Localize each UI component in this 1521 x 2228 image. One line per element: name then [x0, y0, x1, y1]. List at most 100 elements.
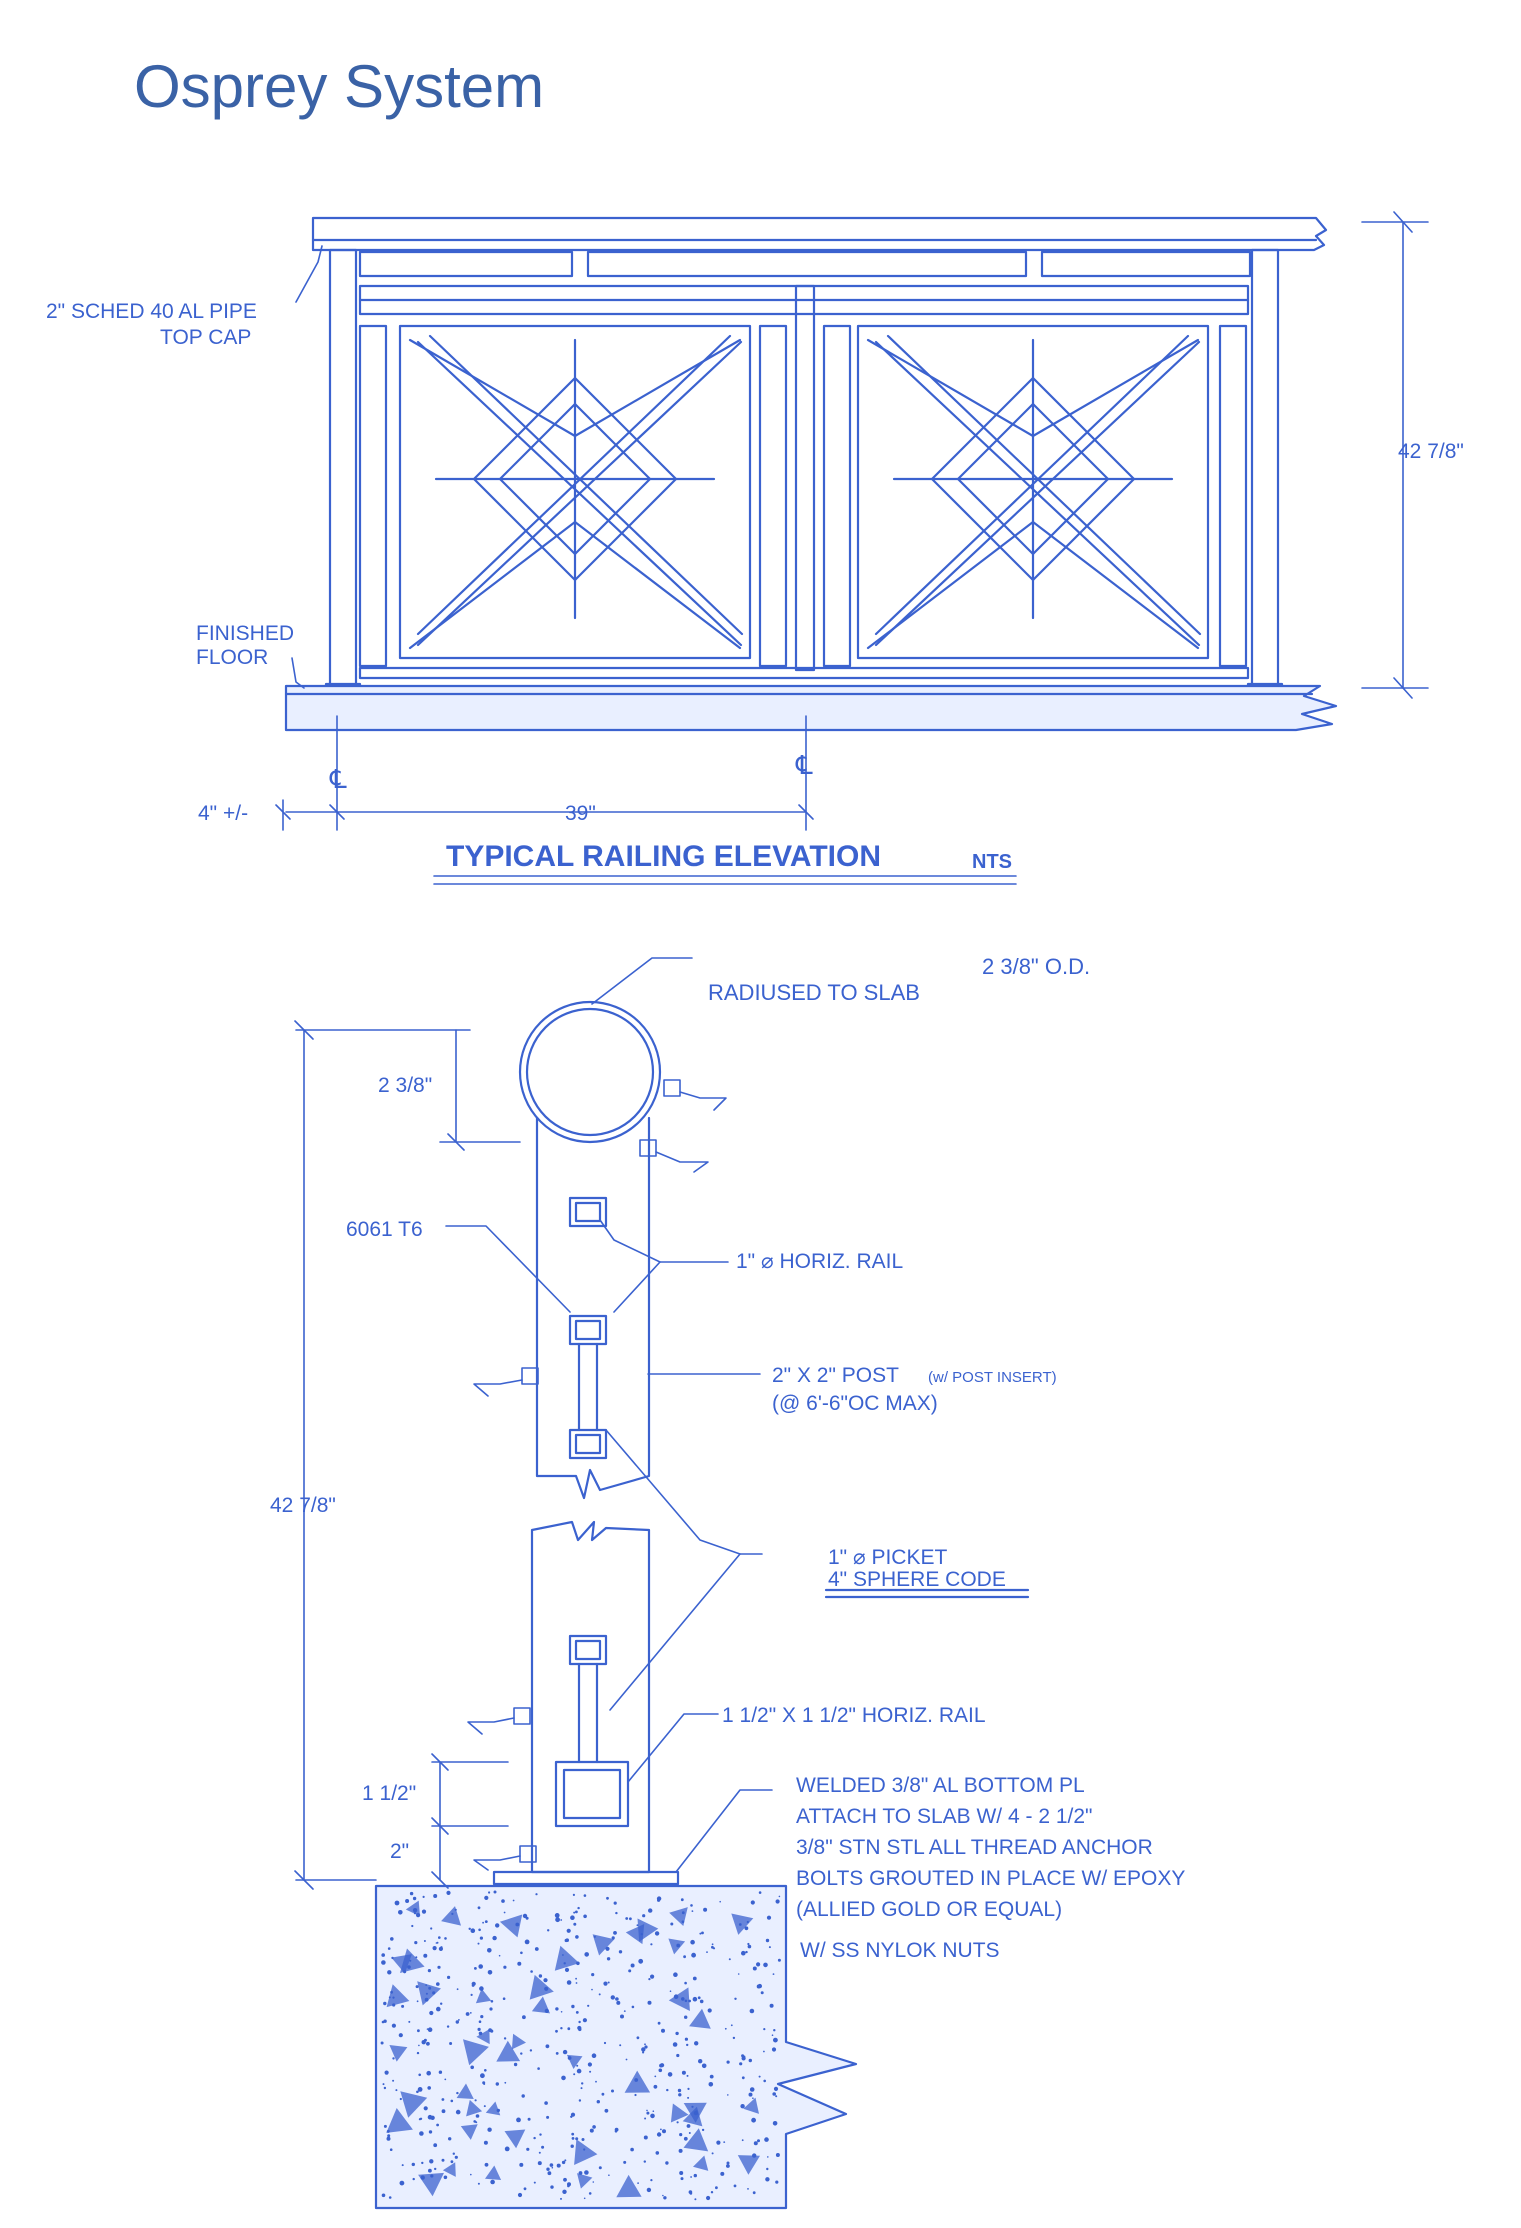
aggregate-dot — [426, 2041, 430, 2046]
section-rail-dimension — [431, 1753, 509, 1889]
aggregate-dot — [613, 1931, 617, 1935]
finished-floor-callout-line2: FLOOR — [196, 646, 268, 669]
aggregate-dot — [693, 2173, 697, 2178]
post-spacing-label: (@ 6'-6"OC MAX) — [772, 1392, 938, 1415]
aggregate-dot — [555, 2052, 559, 2055]
aggregate-dot — [637, 2182, 639, 2185]
section-total-height-dimension — [294, 1020, 471, 1890]
aggregate-dot — [565, 1938, 569, 1942]
aggregate-dot — [764, 2137, 769, 2142]
aggregate-dot — [580, 2087, 583, 2090]
aggregate-dot — [570, 1915, 575, 1920]
aggregate-dot — [698, 2059, 703, 2064]
aggregate-dot — [772, 1973, 775, 1975]
aggregate-dot — [619, 2044, 622, 2047]
aggregate-dot — [611, 1936, 615, 1940]
aggregate-dot — [630, 2147, 634, 2152]
aggregate-dot — [417, 2029, 420, 2033]
aggregate-dot — [676, 2053, 680, 2058]
aggregate-dot — [701, 2128, 705, 2132]
aggregate-dot — [615, 1911, 618, 1915]
aggregate-dot — [547, 2171, 552, 2176]
aggregate-dot — [606, 1957, 611, 1961]
aggregate-dot — [747, 1942, 750, 1946]
elevation-height-dimension — [1361, 211, 1429, 699]
aggregate-dot — [660, 2128, 662, 2131]
aggregate-dot — [390, 1937, 394, 1941]
aggregate-dot — [521, 2094, 525, 2098]
aggregate-dot — [575, 1935, 579, 1939]
aggregate-dot — [429, 2159, 434, 2164]
aggregate-dot — [573, 1911, 576, 1914]
aggregate-dot — [634, 2093, 637, 2097]
aggregate-dot — [556, 2163, 561, 2168]
aggregate-dot — [673, 1972, 678, 1977]
aggregate-dot — [681, 2070, 686, 2075]
aggregate-dot — [564, 1967, 570, 1972]
aggregate-dot — [383, 2001, 387, 2006]
aggregate-dot — [737, 1973, 740, 1975]
aggregate-dot — [690, 1904, 693, 1907]
aggregate-dot — [650, 2113, 655, 2119]
aggregate-dot — [517, 1961, 522, 1966]
aggregate-dot — [620, 2014, 624, 2019]
aggregate-dot — [543, 1978, 548, 1983]
aggregate-dot — [416, 2051, 420, 2055]
aggregate-dot — [412, 1896, 417, 1901]
aggregate-dot — [697, 1996, 701, 2000]
aggregate-dot — [676, 2121, 679, 2124]
aggregate-dot — [598, 2166, 602, 2170]
aggregate-dot — [448, 2137, 452, 2141]
aggregate-dot — [691, 1952, 696, 1958]
aggregate-stone — [460, 2124, 478, 2140]
aggregate-dot — [726, 2164, 730, 2168]
aggregate-dot — [775, 2180, 779, 2184]
aggregate-stone — [499, 1914, 523, 1938]
aggregate-dot — [570, 2112, 576, 2117]
aggregate-dot — [398, 1910, 403, 1915]
aggregate-dot — [749, 2008, 755, 2014]
aggregate-stone — [463, 2039, 489, 2066]
aggregate-dot — [525, 1916, 529, 1920]
aggregate-dot — [563, 2177, 567, 2182]
aggregate-dot — [381, 1960, 386, 1965]
aggregate-dot — [694, 2198, 697, 2201]
concrete-aggregate-pattern — [380, 1890, 781, 2201]
railing-center-post — [794, 284, 816, 672]
aggregate-dot — [699, 1932, 702, 1935]
aggregate-dot — [699, 1999, 704, 2004]
drawing-labels: 2" SCHED 40 AL PIPE TOP CAP FINISHED FLO… — [46, 300, 1464, 1962]
aggregate-dot — [456, 1988, 459, 1991]
aggregate-dot — [669, 1990, 672, 1992]
aggregate-dot — [608, 2174, 610, 2176]
aggregate-dot — [747, 2188, 749, 2190]
aggregate-dot — [560, 1919, 563, 1921]
aggregate-dot — [686, 2124, 691, 2128]
aggregate-dot — [489, 2007, 493, 2011]
aggregate-dot — [533, 2181, 536, 2184]
aggregate-dot — [767, 2156, 769, 2158]
aggregate-dot — [502, 1997, 506, 2000]
aggregate-dot — [691, 1910, 694, 1912]
aggregate-dot — [642, 2051, 645, 2054]
aggregate-dot — [539, 2133, 542, 2136]
aggregate-dot — [726, 2060, 730, 2064]
aggregate-dot — [763, 2050, 765, 2053]
aggregate-dot — [687, 2096, 690, 2099]
aggregate-dot — [756, 1962, 761, 1967]
aggregate-dot — [527, 2117, 531, 2121]
elevation-caption: TYPICAL RAILING ELEVATION — [446, 840, 881, 873]
aggregate-dot — [441, 2109, 446, 2114]
aggregate-dot — [571, 2132, 575, 2136]
aggregate-dot — [607, 1981, 610, 1984]
aggregate-dot — [409, 1891, 414, 1896]
aggregate-dot — [679, 2171, 684, 2175]
aggregate-dot — [555, 2029, 558, 2033]
anchor-note-line: W/ SS NYLOK NUTS — [800, 1939, 1000, 1962]
aggregate-dot — [380, 2041, 384, 2045]
aggregate-dot — [726, 2161, 730, 2165]
aggregate-dot — [690, 1939, 695, 1945]
aggregate-dot — [689, 2192, 693, 2195]
section-leaders — [445, 957, 773, 1873]
aggregate-stone — [529, 1974, 554, 2000]
